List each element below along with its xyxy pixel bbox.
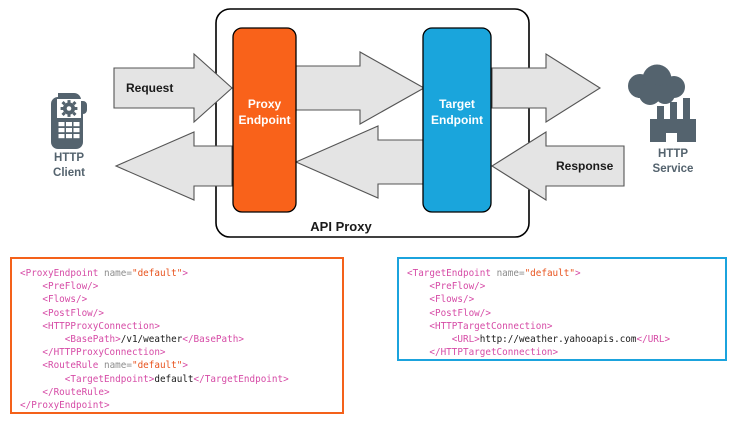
mobile-phone-icon	[51, 93, 87, 149]
code-token-tag: <ProxyEndpoint	[20, 268, 104, 279]
code-token-val: "default"	[131, 360, 183, 372]
code-line: </RouteRule>	[20, 386, 342, 399]
target-endpoint-box[interactable]: Target Endpoint	[422, 27, 492, 213]
response-arrow-left	[114, 131, 233, 201]
target-endpoint-label-line1: Target	[439, 97, 475, 111]
proxy-endpoint-code-block: <ProxyEndpoint name="default"> <PreFlow/…	[10, 257, 344, 414]
code-token-tag: </ProxyEndpoint>	[20, 400, 110, 412]
code-token-attr: name=	[103, 360, 132, 372]
code-line: <BasePath>/v1/weather</BasePath>	[20, 333, 342, 346]
code-line: </HTTPProxyConnection>	[20, 346, 342, 359]
code-token-tag: </HTTPProxyConnection>	[42, 347, 166, 359]
code-token-txt	[407, 334, 452, 345]
code-line: <PreFlow/>	[20, 280, 342, 293]
code-token-tag: <TargetEndpoint>	[64, 373, 155, 385]
http-client-caption-line1: HTTP	[54, 152, 84, 164]
code-line: <PostFlow/>	[20, 307, 342, 320]
code-token-txt	[20, 374, 65, 385]
code-token-tag: </TargetEndpoint>	[407, 360, 502, 361]
code-line: </HTTPTargetConnection>	[407, 346, 725, 359]
code-token-tag: <PreFlow/>	[429, 281, 486, 293]
code-token-txt	[407, 294, 429, 305]
code-token-txt	[407, 308, 429, 319]
code-token-txt	[407, 347, 429, 358]
code-token-attr: name=	[103, 268, 132, 279]
code-token-tag: <HTTPProxyConnection>	[42, 320, 160, 332]
target-endpoint-label-line2: Endpoint	[431, 113, 483, 127]
proxy-to-target-arrow	[295, 51, 426, 125]
code-token-tag: <RouteRule	[42, 360, 104, 372]
code-line: </TargetEndpoint>	[407, 359, 725, 361]
code-token-tag: <PostFlow/>	[42, 307, 104, 319]
target-to-service-arrow	[491, 53, 602, 123]
code-line: <TargetEndpoint name="default">	[407, 267, 725, 280]
target-endpoint-code-block: <TargetEndpoint name="default"> <PreFlow…	[397, 257, 727, 361]
code-token-tag: </HTTPTargetConnection>	[429, 347, 559, 359]
proxy-endpoint-box[interactable]: Proxy Endpoint	[232, 27, 297, 213]
proxy-endpoint-label-line1: Proxy	[248, 97, 282, 111]
response-arrow-right: Response	[490, 131, 625, 201]
code-token-txt	[20, 281, 42, 292]
code-token-val: "default"	[131, 268, 183, 279]
code-token-tag: <BasePath>	[64, 334, 121, 346]
code-token-tag: <TargetEndpoint	[407, 268, 497, 279]
target-to-proxy-arrow	[294, 125, 425, 199]
cloud-factory-icon	[628, 64, 696, 142]
code-line: <URL>http://weather.yahooapis.com</URL>	[407, 333, 725, 346]
code-line: <Flows/>	[20, 293, 342, 306]
api-proxy-diagram: Request Response Proxy Endpoint	[51, 8, 696, 238]
code-line: <HTTPTargetConnection>	[407, 320, 725, 333]
code-token-txt	[407, 281, 429, 292]
code-token-tag: >	[574, 268, 581, 279]
code-token-txt	[20, 360, 42, 371]
response-arrow-label: Response	[556, 159, 614, 173]
code-token-tag: <PostFlow/>	[429, 307, 491, 319]
code-token-tag: <HTTPTargetConnection>	[429, 320, 553, 332]
code-line: <ProxyEndpoint name="default">	[20, 267, 342, 280]
code-token-val: "default"	[524, 268, 575, 279]
code-token-txt	[407, 321, 429, 332]
http-service-caption-line1: HTTP	[658, 148, 688, 160]
code-line: <PostFlow/>	[407, 307, 725, 320]
request-arrow: Request	[113, 52, 233, 124]
code-token-tag: <URL>	[451, 334, 480, 346]
code-token-txt	[20, 294, 42, 305]
proxy-endpoint-label-line2: Endpoint	[239, 113, 291, 127]
code-token-txt	[20, 347, 42, 358]
code-token-tag: </BasePath>	[182, 334, 244, 346]
http-client-caption-line2: Client	[53, 167, 85, 179]
http-service-caption-line2: Service	[653, 163, 694, 175]
code-token-txt	[20, 334, 65, 345]
code-line: <Flows/>	[407, 293, 725, 306]
request-arrow-label: Request	[126, 81, 173, 95]
api-proxy-title: API Proxy	[310, 219, 372, 234]
code-token-tag: <Flows/>	[42, 294, 88, 306]
code-token-tag: <PreFlow/>	[42, 281, 99, 293]
code-token-tag: </RouteRule>	[42, 386, 110, 398]
code-line: <RouteRule name="default">	[20, 359, 342, 372]
code-token-txt: /v1/weather	[120, 334, 183, 346]
code-token-txt: http://weather.yahooapis.com	[479, 334, 637, 346]
code-token-txt: default	[154, 373, 194, 385]
code-line: <PreFlow/>	[407, 280, 725, 293]
code-token-tag: </TargetEndpoint>	[193, 373, 289, 385]
code-token-attr: name=	[496, 268, 525, 279]
code-token-txt	[20, 308, 42, 319]
code-token-tag: <Flows/>	[429, 294, 475, 306]
code-line: </ProxyEndpoint>	[20, 399, 342, 412]
code-token-txt	[20, 387, 42, 398]
code-line: <TargetEndpoint>default</TargetEndpoint>	[20, 373, 342, 386]
code-token-tag: >	[182, 268, 188, 279]
code-line: <HTTPProxyConnection>	[20, 320, 342, 333]
code-token-tag: </URL>	[636, 334, 671, 346]
code-token-tag: >	[182, 360, 188, 372]
code-token-txt	[20, 321, 42, 332]
